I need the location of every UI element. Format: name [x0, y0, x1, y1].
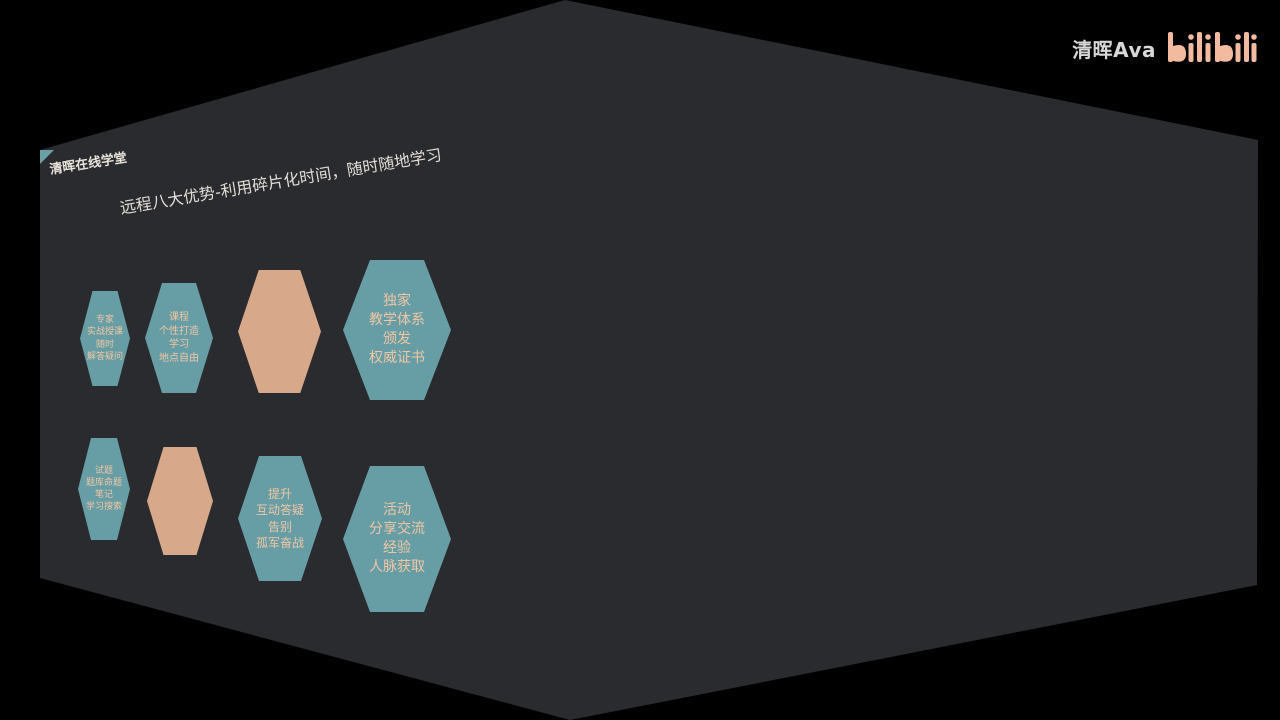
tile-line: 颁发 — [383, 331, 411, 347]
tile-line: 课程 — [169, 312, 189, 323]
feature-tile-system: 独家 教学体系 颁发 权威证书 — [343, 260, 451, 400]
tile-line: 经验 — [383, 540, 411, 556]
tile-line: 解答疑问 — [86, 351, 123, 362]
tile-line: 活动 — [383, 502, 411, 519]
tile-line: 独家 — [383, 293, 411, 310]
tile-line: 题库命题 — [85, 477, 122, 488]
tile-line: 学习搜索 — [85, 502, 122, 513]
tile-line: 专家 — [95, 315, 114, 326]
tile-line: 权威证书 — [369, 349, 425, 366]
tile-line: 告别 — [267, 519, 292, 534]
tile-line: 试题 — [94, 465, 113, 476]
uploader-name: 清晖Ava — [1072, 37, 1156, 62]
tile-line: 个性打造 — [159, 325, 199, 337]
tile-line: 互动答疑 — [255, 503, 304, 518]
tile-line: 地点自由 — [159, 352, 199, 364]
tile-line: 笔记 — [94, 490, 113, 500]
feature-tile-blank-2 — [147, 447, 213, 555]
feature-tile-expert: 专家 实战授课 随时 解答疑问 — [80, 291, 130, 386]
tile-line: 随时 — [95, 339, 114, 350]
tile-line: 分享交流 — [369, 521, 425, 538]
tile-line: 教学体系 — [369, 312, 425, 329]
tile-line: 提升 — [267, 487, 292, 502]
bilibili-logo-icon — [1168, 32, 1257, 62]
tile-line: 学习 — [169, 339, 189, 350]
tile-line: 人脉获取 — [369, 558, 425, 575]
tile-line: 孤军奋战 — [255, 535, 304, 550]
channel-watermark: 清晖Ava — [1072, 28, 1258, 68]
tile-line: 实战授课 — [86, 327, 123, 338]
slide-corner-mark — [40, 150, 54, 164]
